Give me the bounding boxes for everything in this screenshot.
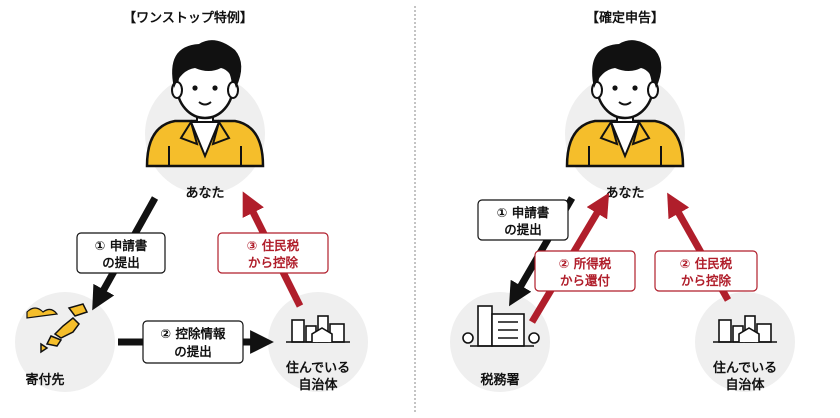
left-step2-box: ② 控除情報 の提出 xyxy=(142,320,244,364)
left-step3-line1: ③ 住民税 xyxy=(247,238,300,253)
left-step1-box: ① 申請書 の提出 xyxy=(76,232,166,274)
right-step2a-line2: から還付 xyxy=(560,273,611,288)
left-step1-line2: の提出 xyxy=(102,255,140,270)
left-step2-line1: ② 控除情報 xyxy=(161,326,226,341)
right-step2b-box: ② 住民税 から控除 xyxy=(654,250,758,292)
right-you-label: あなた xyxy=(605,186,644,201)
right-step1-line2: の提出 xyxy=(504,222,542,237)
japan-map-icon xyxy=(26,303,89,354)
left-you-label: あなた xyxy=(185,186,224,201)
right-step1-box: ① 申請書 の提出 xyxy=(477,199,569,241)
right-step2a-box: ② 所得税 から還付 xyxy=(534,250,636,292)
right-municipality-label-line2: 自治体 xyxy=(725,377,765,393)
right-panel-title: 【確定申告】 xyxy=(586,10,664,26)
right-tax-office-label: 税務署 xyxy=(480,372,519,388)
left-panel-title: 【ワンストップ特例】 xyxy=(123,10,253,26)
left-municipality-buildings-icon xyxy=(286,315,350,343)
right-step2a-line1: ② 所得税 xyxy=(559,256,612,271)
right-municipality-buildings-icon xyxy=(713,315,777,343)
tax-office-building-icon xyxy=(462,305,540,347)
right-municipality-label-line1: 住んでいる xyxy=(713,360,777,376)
left-donee-circle xyxy=(15,292,115,392)
left-step3-line2: から控除 xyxy=(248,255,299,270)
left-municipality-label-line1: 住んでいる xyxy=(286,360,350,376)
left-step3-box: ③ 住民税 から控除 xyxy=(217,232,329,274)
right-step2b-line1: ② 住民税 xyxy=(680,256,733,271)
left-step1-line1: ① 申請書 xyxy=(95,238,148,253)
right-step2b-line2: から控除 xyxy=(681,273,732,288)
left-municipality-label-line2: 自治体 xyxy=(298,377,338,393)
left-donee-label: 寄付先 xyxy=(25,372,64,388)
right-step1-line1: ① 申請書 xyxy=(497,205,550,220)
left-step2-line2: の提出 xyxy=(174,344,212,359)
